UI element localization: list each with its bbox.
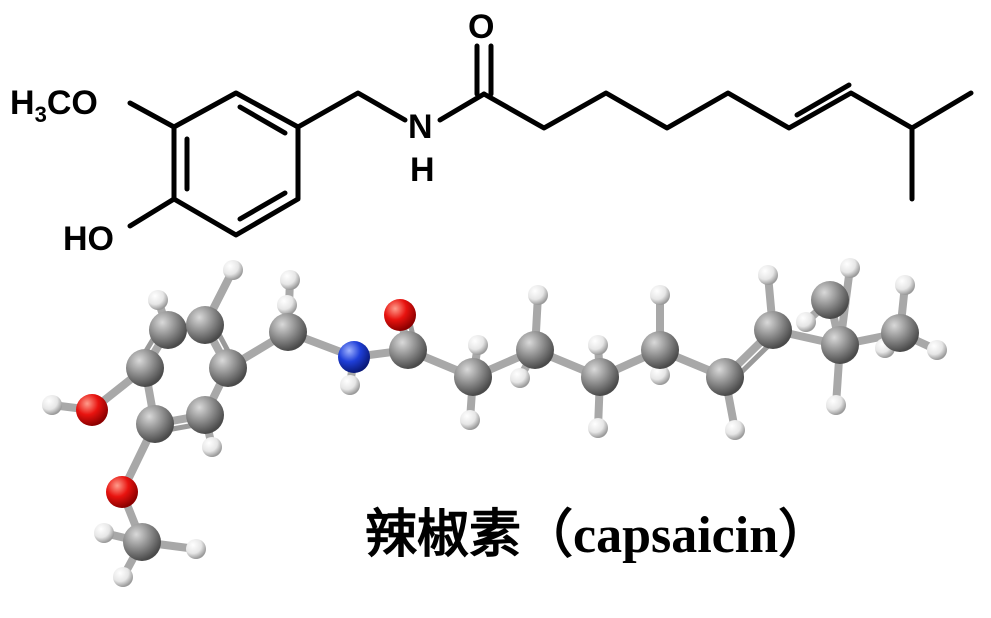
- hydrogen-atom: [758, 265, 778, 285]
- hydrogen-atom: [796, 312, 816, 332]
- ball-stick-atoms: [42, 258, 947, 587]
- carbon-atom: [186, 396, 224, 434]
- hydrogen-atom: [148, 290, 168, 310]
- carbon-atom: [123, 523, 161, 561]
- methoxy-label: H3CO: [10, 84, 98, 127]
- hydrogen-atom: [340, 375, 360, 395]
- hydrogen-atom: [460, 410, 480, 430]
- hydrogen-atom: [223, 260, 243, 280]
- hydrogen-atom: [202, 437, 222, 457]
- carbon-atom: [706, 358, 744, 396]
- carbon-atom: [149, 311, 187, 349]
- carbon-atom: [821, 326, 859, 364]
- hydrogen-atom: [650, 365, 670, 385]
- carbon-atom: [516, 331, 554, 369]
- carbon-atom: [641, 331, 679, 369]
- oxygen-atom: [384, 299, 416, 331]
- hydrogen-atom: [113, 567, 133, 587]
- hydrogen-atom: [94, 523, 114, 543]
- methoxy-bond: [127, 100, 177, 130]
- hydrogen-atom: [528, 285, 548, 305]
- hydroxyl-bond: [127, 196, 177, 229]
- hydrogen-atom: [186, 539, 206, 559]
- chain-double-bond: [794, 82, 852, 118]
- hydrogen-atom: [42, 395, 62, 415]
- hydrogen-atom: [280, 270, 300, 290]
- skeletal-labels: H3CO HO O N H: [10, 8, 494, 258]
- alkyl-chain: [481, 90, 974, 131]
- carbon-atom: [126, 349, 164, 387]
- benzyl-chain: [295, 90, 408, 130]
- hydrogen-atom: [277, 295, 297, 315]
- amide-bond: [437, 91, 487, 123]
- carbon-atom: [581, 358, 619, 396]
- hydrogen-atom: [840, 258, 860, 278]
- hydrogen-atom: [510, 368, 530, 388]
- hydrogen-atom: [927, 340, 947, 360]
- carbon-atom: [269, 313, 307, 351]
- hydrogen-atom: [588, 335, 608, 355]
- carbon-atom: [811, 281, 849, 319]
- hydrogen-atom: [588, 418, 608, 438]
- amide-h-label: H: [410, 151, 435, 189]
- carbonyl-oxygen-label: O: [468, 8, 494, 46]
- hydrogen-atom: [725, 420, 745, 440]
- amide-n-label: N: [408, 108, 433, 146]
- hydrogen-atom: [826, 395, 846, 415]
- hydrogen-atom: [468, 335, 488, 355]
- skeletal-structure: [127, 43, 974, 238]
- carbon-atom: [754, 311, 792, 349]
- caption: 辣椒素（capsaicin）: [365, 506, 830, 564]
- ring-double-bond: [237, 104, 288, 136]
- carbon-atom: [881, 314, 919, 352]
- hydrogen-atom: [895, 275, 915, 295]
- ring-bonds: [171, 90, 301, 238]
- nitrogen-atom: [338, 341, 370, 373]
- carbon-atom: [389, 331, 427, 369]
- oxygen-atom: [76, 394, 108, 426]
- ring-double-bond: [237, 190, 288, 222]
- carbon-atom: [186, 306, 224, 344]
- carbon-atom: [136, 405, 174, 443]
- carbon-atom: [454, 358, 492, 396]
- oxygen-atom: [106, 476, 138, 508]
- carbon-atom: [209, 349, 247, 387]
- hydrogen-atom: [650, 285, 670, 305]
- hydroxyl-label: HO: [63, 220, 114, 258]
